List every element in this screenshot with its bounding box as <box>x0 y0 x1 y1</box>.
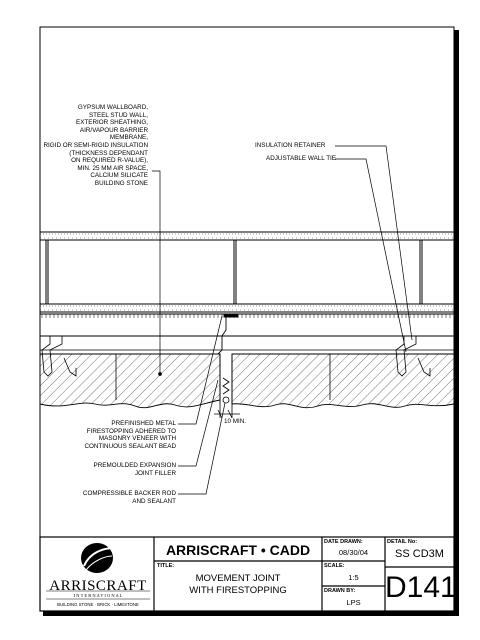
detail-label: DETAIL No: <box>387 539 418 545</box>
leader-lines <box>152 145 413 495</box>
date-value: 08/30/04 <box>338 548 369 557</box>
callout-line: PREMOULDED EXPANSION <box>93 462 176 469</box>
veneer-mortar-lines <box>115 354 331 400</box>
callout-line: MASONRY VENEER WITH <box>98 435 176 443</box>
adjustable-wall-tie-right <box>395 336 431 377</box>
callout-line: STEEL STUD WALL, <box>88 111 148 119</box>
wall-tie-label: ADJUSTABLE WALL TIE <box>266 155 336 162</box>
steel-studs <box>45 240 423 304</box>
scale-label: SCALE: <box>324 563 345 569</box>
callout-line: PREFINISHED METAL <box>111 420 176 427</box>
stone-veneer-right <box>231 353 455 409</box>
title-line: WITH FIRESTOPPING <box>189 585 287 596</box>
scale-value: 1:5 <box>348 573 359 582</box>
drawing-title: MOVEMENT JOINT WITH FIRESTOPPING <box>154 573 322 597</box>
drawn-by-label: DRAWN BY: <box>324 588 356 594</box>
callout-line: MEMBRANE, <box>109 134 148 142</box>
callout-line: BUILDING STONE <box>94 179 148 187</box>
callout-line: GYPSUM WALLBOARD, <box>77 104 148 111</box>
callout-line: JOINT FILLER <box>134 469 176 477</box>
logo-tagline: BUILDING STONE · BRICK · LIMESTONE <box>57 602 139 607</box>
detail-code: SS CD3M <box>395 548 444 560</box>
company-name: ARRISCRAFT • CADD <box>165 542 311 558</box>
exterior-sheathing <box>39 303 455 313</box>
callout-line: RIGID OR SEMI-RIGID INSULATION <box>43 141 149 149</box>
arriscraft-logo-mark <box>81 543 115 573</box>
callout-line: AIR/VAPOUR BARRIER <box>79 126 148 134</box>
callout-line: MIN. 25 MM AIR SPACE, <box>77 164 148 172</box>
callout-line: CONTINUOUS SEALANT BEAD <box>84 442 176 450</box>
callout-line: FIRESTOPPING ADHERED TO <box>86 427 176 435</box>
drawn-by-value: LPS <box>346 598 361 607</box>
joint-width-dimension <box>214 404 240 419</box>
logo-name: ARRISCRAFT <box>49 578 147 594</box>
callout-line: (THICKNESS DEPENDANT <box>69 149 148 157</box>
detail-number: D141 <box>385 571 457 604</box>
date-label: DATE DRAWN: <box>324 539 363 545</box>
callout-line: CALCIUM SILICATE <box>90 172 148 180</box>
callout-line: EXTERIOR SHEATHING, <box>76 119 148 127</box>
stone-veneer <box>39 353 221 409</box>
title-block <box>39 536 455 612</box>
gypsum-wallboard <box>39 231 455 241</box>
joint-width-label: 10 MIN. <box>224 418 247 425</box>
movement-joint <box>217 313 239 404</box>
logo-sub: I N T E R N A T I O N A L <box>73 593 123 598</box>
adjustable-wall-tie-left <box>41 336 77 377</box>
title-line: MOVEMENT JOINT <box>195 573 281 584</box>
layer-callout: GYPSUM WALLBOARD, STEEL STUD WALL, EXTER… <box>44 104 149 188</box>
title-label: TITLE: <box>157 563 175 569</box>
backer-rod-callout: COMPRESSIBLE BACKER ROD AND SEALANT <box>83 490 176 505</box>
callout-line: AND SEALANT <box>132 497 176 505</box>
expansion-filler-callout: PREMOULDED EXPANSION JOINT FILLER <box>94 462 176 477</box>
backer-rod <box>222 396 230 404</box>
firestopping-callout: PREFINISHED METAL FIRESTOPPING ADHERED T… <box>84 420 176 450</box>
callout-line: COMPRESSIBLE BACKER ROD <box>82 490 176 497</box>
insulation-retainer-label: INSULATION RETAINER <box>255 142 326 149</box>
callout-line: ON REQUIRED R-VALUE), <box>71 157 148 165</box>
rigid-insulation <box>39 313 455 337</box>
